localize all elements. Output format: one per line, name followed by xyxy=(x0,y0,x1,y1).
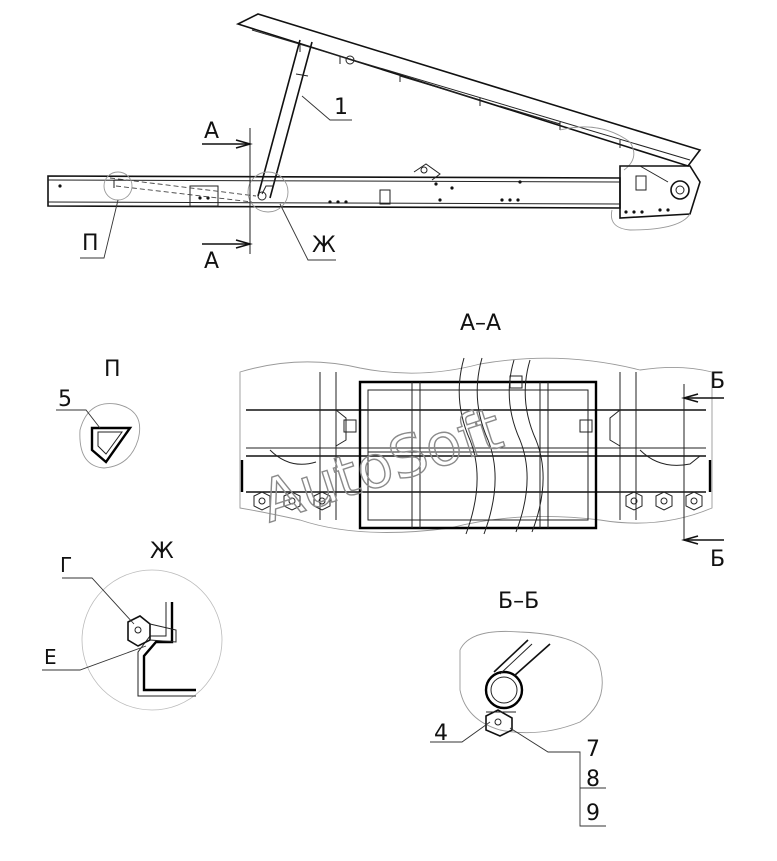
detail-p-title: П xyxy=(104,357,121,382)
callout-e-label: Е xyxy=(44,645,57,669)
callout-4-label: 4 xyxy=(434,721,448,746)
section-a-top-label: А xyxy=(204,119,219,144)
section-aa-view xyxy=(239,357,724,545)
section-bb-title: Б–Б xyxy=(498,589,539,614)
detail-p-ref-label: П xyxy=(82,231,99,256)
section-b-bottom-label: Б xyxy=(710,547,725,572)
callout-g-label: Г xyxy=(60,553,72,577)
section-a-bottom-label: А xyxy=(204,249,219,274)
callout-9-label: 9 xyxy=(586,801,600,826)
detail-zh-view xyxy=(42,569,223,711)
detail-p-view xyxy=(56,403,141,469)
callout-5-label: 5 xyxy=(58,387,72,412)
section-aa-title: А–А xyxy=(460,311,501,336)
main-side-view xyxy=(47,13,702,261)
bolt-row-left xyxy=(253,491,331,511)
callout-1-label: 1 xyxy=(334,95,348,120)
detail-zh-title: Ж xyxy=(150,539,174,564)
callout-7-label: 7 xyxy=(586,737,600,762)
section-b-top-label: Б xyxy=(710,369,725,394)
bolt-row-right xyxy=(625,491,703,511)
section-bb-view xyxy=(430,630,606,827)
detail-zh-ref-label: Ж xyxy=(312,233,336,258)
callout-8-label: 8 xyxy=(586,767,600,792)
